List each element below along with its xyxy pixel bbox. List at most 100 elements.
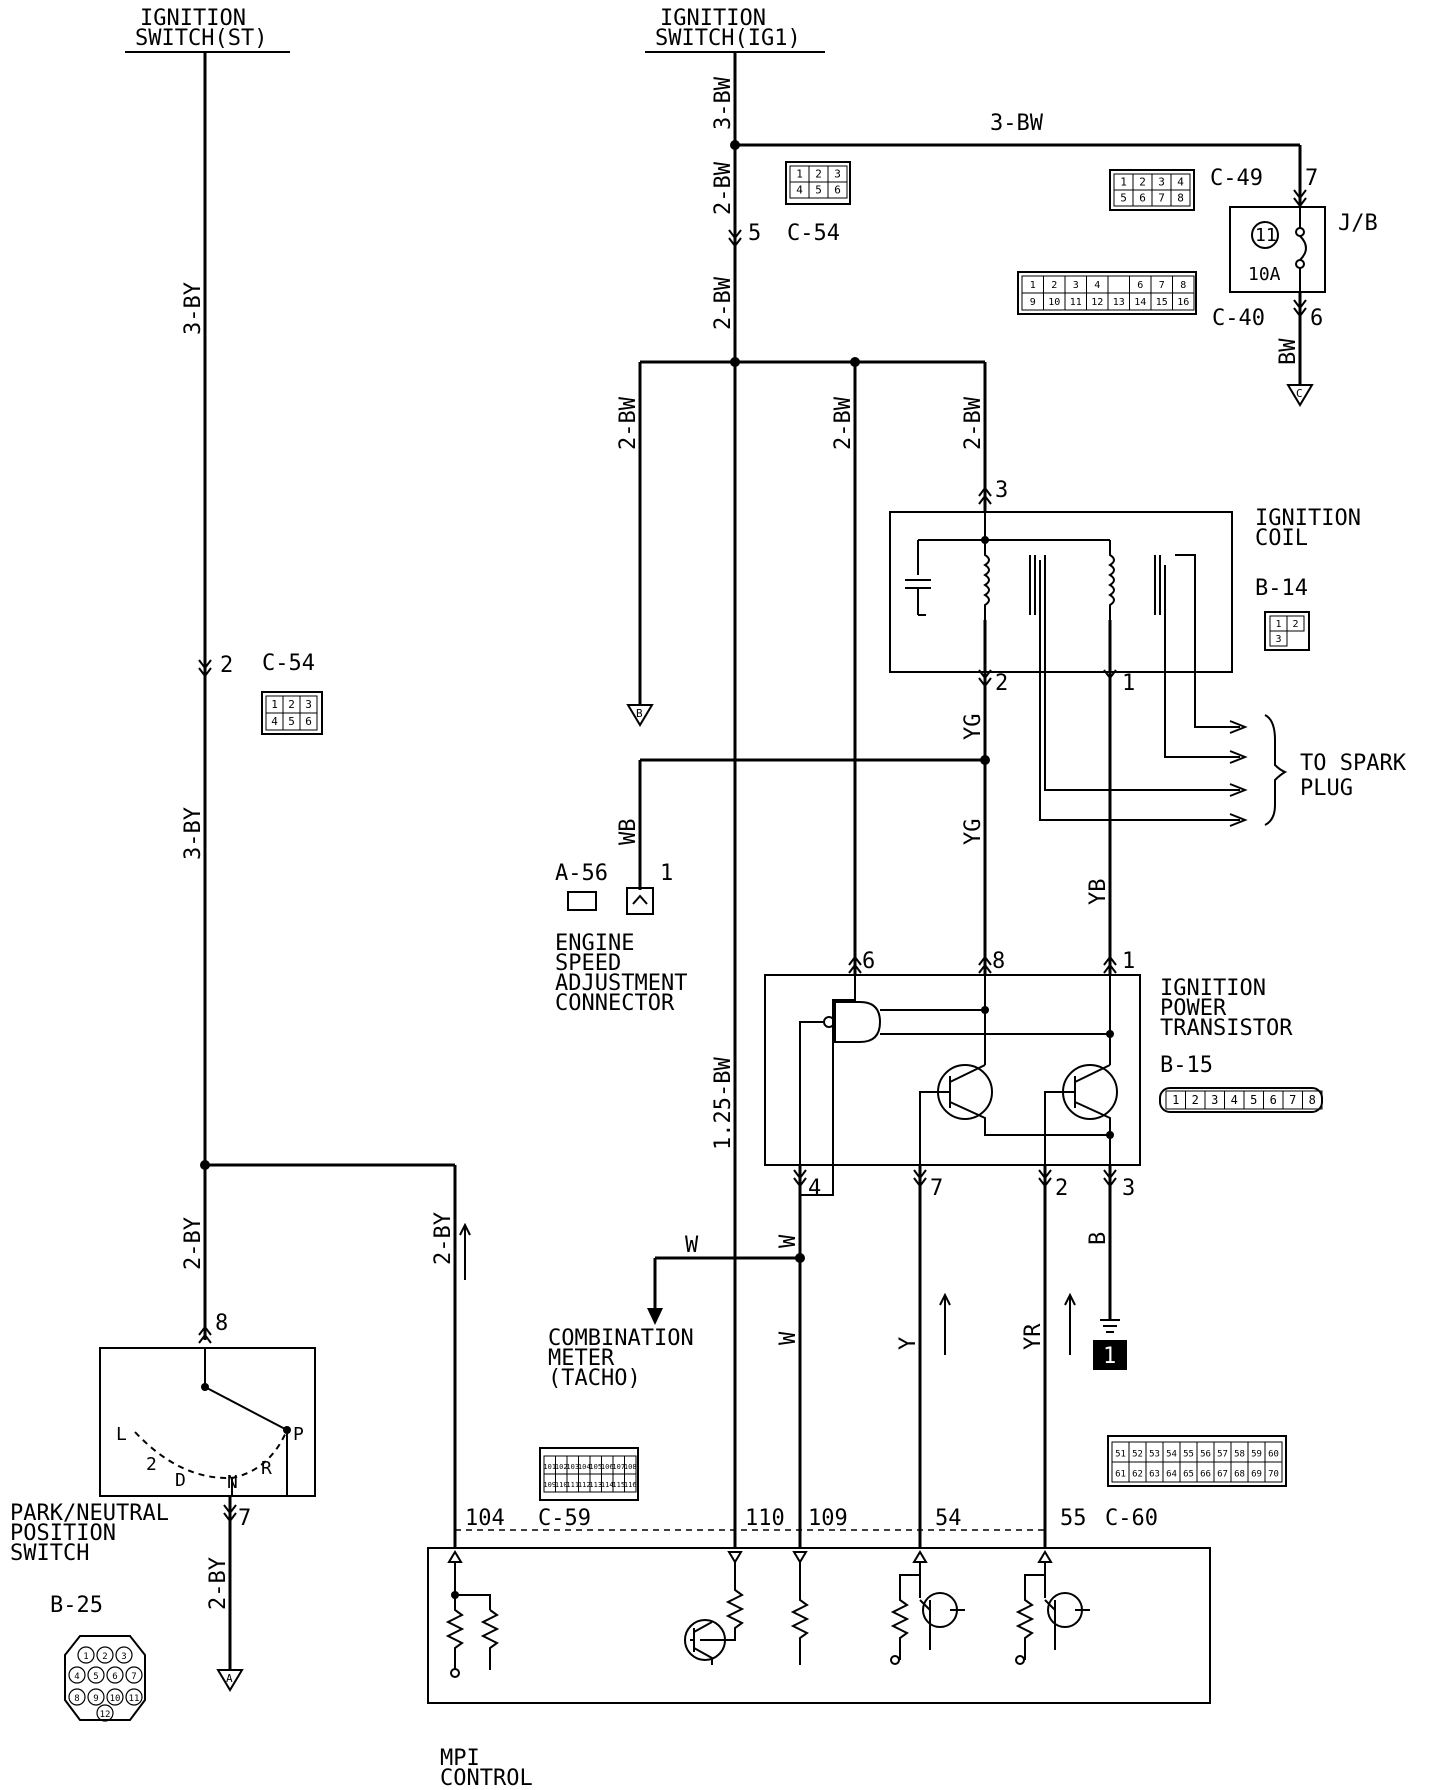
esa-label-3: ADJUSTMENT xyxy=(555,971,687,996)
c59-pin: 102 xyxy=(555,1463,568,1471)
b25-pin: 5 xyxy=(93,1672,98,1682)
ign-st-label-1: IGNITION xyxy=(140,6,246,31)
c49-label: C-49 xyxy=(1210,166,1263,191)
terminal-c xyxy=(1286,384,1314,407)
c49-pin: 1 xyxy=(1120,176,1127,189)
c60-pin: 55 xyxy=(1183,1449,1194,1459)
wire-label-2bw-b: 2-BW xyxy=(711,276,736,330)
c60-label: C-60 xyxy=(1105,1506,1158,1531)
pin-6-ipt: 6 xyxy=(862,949,875,974)
connector-arrow-pn-8 xyxy=(198,1325,212,1344)
wire-label-b: B xyxy=(1086,1232,1111,1245)
b15-pin: 7 xyxy=(1289,1093,1296,1107)
b15-cell xyxy=(1302,1090,1323,1110)
pin-2-ipt: 2 xyxy=(1055,1176,1068,1201)
c40-pin: 11 xyxy=(1070,297,1082,308)
ign-ig1-label-2: SWITCH(IG1) xyxy=(655,26,801,51)
wire-label-2bw-e: 2-BW xyxy=(961,396,986,450)
coil-core-2 xyxy=(1154,555,1161,615)
fuse-node-bottom xyxy=(1295,259,1305,269)
c40-pin: 3 xyxy=(1073,280,1079,291)
b15-label: B-15 xyxy=(1160,1053,1213,1078)
coil-winding-2 xyxy=(1108,540,1115,620)
c54_top-pin: 5 xyxy=(815,184,822,197)
c60-pin: 60 xyxy=(1268,1449,1279,1459)
connector-arrow-c40 xyxy=(1293,299,1307,318)
c60-cell xyxy=(1264,1461,1283,1483)
pn-switch-box xyxy=(99,1347,316,1497)
c60-pin: 62 xyxy=(1132,1469,1143,1479)
pin-1-coil: 1 xyxy=(1122,671,1135,696)
c40-pin: 7 xyxy=(1159,280,1165,291)
fuse-number: 11 xyxy=(1255,225,1277,246)
connector-arrow-ipt-1 xyxy=(1103,955,1117,974)
c60-pin: 52 xyxy=(1132,1449,1143,1459)
c59-pin: 101 xyxy=(543,1463,556,1471)
c59-pin: 110 xyxy=(555,1481,568,1489)
pin-7-pn: 7 xyxy=(238,1506,251,1531)
tacho-arrow xyxy=(647,1308,663,1325)
b25-pin-circle xyxy=(106,1688,124,1706)
c54_mid-pin: 2 xyxy=(288,698,295,711)
wire-label-125bw: 1.25-BW xyxy=(711,1057,736,1150)
terminal-b-label: B xyxy=(636,707,643,720)
connector-arrow-coil-1 xyxy=(1103,669,1117,680)
b25-pin: 2 xyxy=(102,1652,107,1662)
c59-pin: 107 xyxy=(612,1463,625,1471)
c40-pin: 14 xyxy=(1134,297,1146,308)
c60-pin: 67 xyxy=(1217,1469,1228,1479)
c40-pin: 12 xyxy=(1091,297,1103,308)
ground-badge xyxy=(1093,1340,1127,1370)
connector-arrow-ipt-3 xyxy=(1103,1169,1117,1188)
wire-label-3bw-v: 3-BW xyxy=(711,76,736,130)
b25-label: B-25 xyxy=(50,1593,103,1618)
c60-pin: 59 xyxy=(1251,1449,1262,1459)
c40-pin: 4 xyxy=(1094,280,1100,291)
coil-label-2: COIL xyxy=(1255,526,1308,551)
pin-104: 104 xyxy=(465,1506,505,1531)
c40-pin: 1 xyxy=(1030,280,1036,291)
fuse-rating: 10A xyxy=(1248,264,1281,285)
c60-pin: 66 xyxy=(1200,1469,1211,1479)
c60-pin: 64 xyxy=(1166,1469,1177,1479)
c59-pin: 108 xyxy=(624,1463,637,1471)
ground-symbol xyxy=(1100,1319,1120,1333)
connector-arrow-ipt-7 xyxy=(913,1169,927,1188)
c60-pin: 51 xyxy=(1115,1449,1126,1459)
pn-label-3: SWITCH xyxy=(10,1541,89,1566)
c59-pin: 115 xyxy=(612,1481,625,1489)
wire-label-2by-right: 2-BY xyxy=(431,1212,456,1265)
wire-label-bw: BW xyxy=(1276,338,1301,365)
b14-pin: 2 xyxy=(1292,619,1298,630)
c54-top-face xyxy=(785,161,851,205)
pn-switch-arm xyxy=(204,1386,288,1431)
b25-pin: 1 xyxy=(83,1652,88,1662)
c40-pin: 13 xyxy=(1113,297,1125,308)
spark-plug-label-1: TO SPARK xyxy=(1300,751,1407,776)
pin-109: 109 xyxy=(808,1506,848,1531)
c49-pin: 8 xyxy=(1177,192,1184,205)
b15-pin: 3 xyxy=(1211,1093,1218,1107)
connector-arrow-pn-7 xyxy=(223,1504,237,1523)
c59-cell xyxy=(624,1473,637,1493)
c59-pin: 106 xyxy=(601,1463,614,1471)
ignition-coil-box xyxy=(889,511,1233,673)
c40-pin: 9 xyxy=(1030,297,1036,308)
b25-pin-circle xyxy=(125,1666,143,1684)
mpi-label-1: MPI xyxy=(440,1746,480,1771)
b15-pin: 2 xyxy=(1192,1093,1199,1107)
esa-label-1: ENGINE xyxy=(555,931,634,956)
c54_top-pin: 1 xyxy=(796,168,803,181)
b15-pin: 1 xyxy=(1172,1093,1179,1107)
b25-pin: 3 xyxy=(121,1652,126,1662)
c60-pin: 68 xyxy=(1234,1469,1245,1479)
c49-pin: 4 xyxy=(1177,176,1184,189)
esa-label-4: CONNECTOR xyxy=(555,991,675,1016)
transistor-1-leads xyxy=(919,1064,1110,1175)
c60-pin: 65 xyxy=(1183,1469,1194,1479)
wire-label-3bw-h: 3-BW xyxy=(990,111,1044,136)
coil-core-1 xyxy=(1029,555,1036,615)
c49-pin: 6 xyxy=(1139,192,1146,205)
c59-pin: 116 xyxy=(624,1481,637,1489)
